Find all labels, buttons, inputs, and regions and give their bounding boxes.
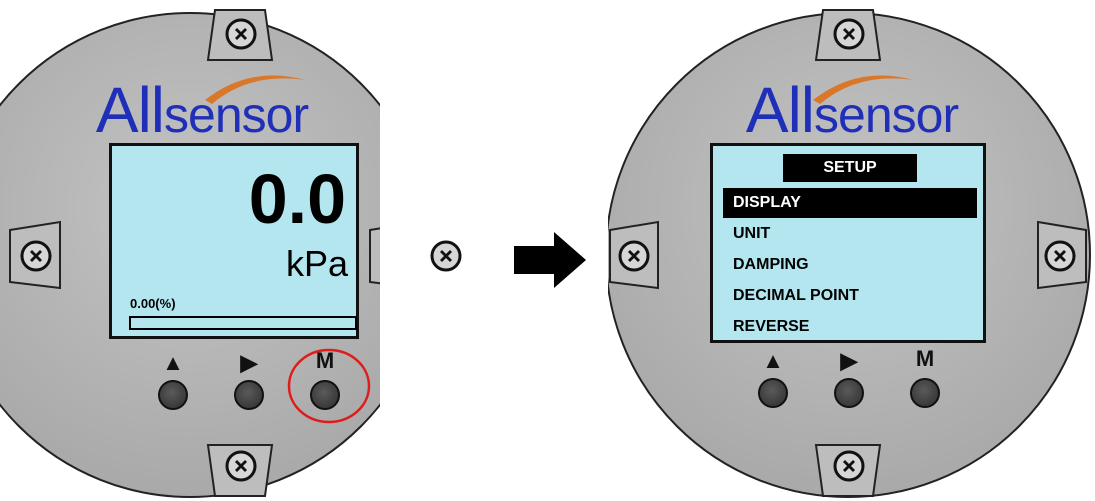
screw-icon xyxy=(1044,240,1076,272)
menu-item-decimal-point[interactable]: DECIMAL POINT xyxy=(733,287,859,304)
screw-icon xyxy=(833,450,865,482)
right-arrow-icon xyxy=(514,232,586,288)
percent-label: 0.00(%) xyxy=(130,296,176,311)
pressure-value: 0.0 xyxy=(248,160,346,238)
up-button[interactable] xyxy=(158,380,188,410)
lcd-screen: SETUP DISPLAY UNIT DAMPING DECIMAL POINT REV… xyxy=(710,143,986,343)
up-button-label: ▲ xyxy=(762,348,784,373)
pressure-unit: kPa xyxy=(285,243,348,284)
brand-logo: Allsensor xyxy=(745,74,959,146)
menu-item-damping[interactable]: DAMPING xyxy=(733,256,809,273)
screw-icon xyxy=(225,18,257,50)
right-device: Allsensor SETUP DISPLAY UNIT DAMPING DECIMA… xyxy=(608,0,1095,501)
menu-button-label: M xyxy=(315,348,335,373)
menu-item-display[interactable]: DISPLAY xyxy=(723,188,977,218)
menu-item-unit[interactable]: UNIT xyxy=(733,225,771,242)
menu-button-label: M xyxy=(915,346,935,371)
enter-button-label: ▶ xyxy=(240,350,258,375)
screw-icon xyxy=(833,18,865,50)
highlight-ring xyxy=(287,348,371,424)
screw-icon xyxy=(225,450,257,482)
progress-bar xyxy=(129,316,357,330)
left-device: Allsensor 0.0 kPa 0.00(%) ▲ ▶ M xyxy=(0,0,462,501)
menu-title: SETUP xyxy=(783,154,917,182)
menu-button[interactable] xyxy=(310,380,340,410)
menu-button[interactable] xyxy=(910,378,940,408)
up-button-label: ▲ xyxy=(162,350,184,375)
enter-button[interactable] xyxy=(834,378,864,408)
enter-button[interactable] xyxy=(234,380,264,410)
screw-icon xyxy=(20,240,52,272)
lcd-screen: 0.0 kPa 0.00(%) xyxy=(109,143,359,339)
brand-logo: Allsensor xyxy=(95,74,309,146)
menu-item-reverse[interactable]: REVERSE xyxy=(733,318,810,335)
screw-icon xyxy=(618,240,650,272)
screw-icon xyxy=(430,240,462,272)
up-button[interactable] xyxy=(758,378,788,408)
logo-swoosh xyxy=(813,75,913,104)
logo-swoosh xyxy=(205,75,305,104)
enter-button-label: ▶ xyxy=(840,348,858,373)
